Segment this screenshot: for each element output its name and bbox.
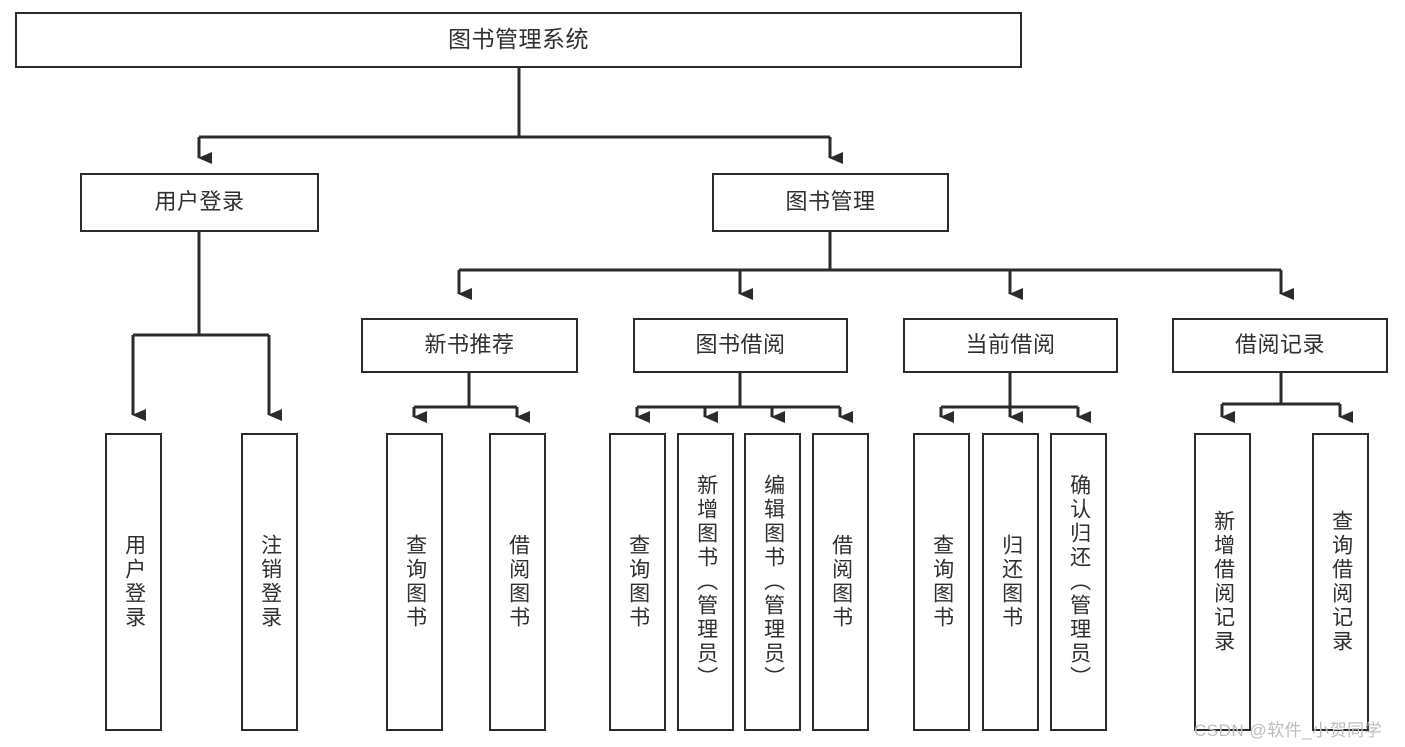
node-label: 用户登录	[122, 534, 146, 630]
node-label: 用户登录	[154, 189, 245, 215]
node-label: 当前借阅	[965, 332, 1056, 358]
node-label: 查询图书	[626, 534, 650, 630]
node-new-book-recommend[interactable]: 新书推荐	[361, 318, 578, 373]
leaf-borrow-query-book[interactable]: 查询图书	[609, 433, 666, 731]
leaf-borrow-borrow-book[interactable]: 借阅图书	[812, 433, 869, 731]
node-label: 借阅图书	[829, 534, 853, 630]
node-label: 新增图书（管理员）	[694, 474, 718, 690]
node-label: 查询图书	[403, 534, 427, 630]
node-root-book-management-system[interactable]: 图书管理系统	[15, 12, 1022, 68]
leaf-borrow-add-book-admin[interactable]: 新增图书（管理员）	[677, 433, 734, 731]
node-label: 图书借阅	[695, 332, 786, 358]
node-label: 图书管理	[785, 189, 876, 215]
node-label: 查询借阅记录	[1329, 510, 1353, 654]
node-book-borrow[interactable]: 图书借阅	[633, 318, 848, 373]
csdn-watermark: CSDN @软件_小贺同学	[1194, 721, 1383, 740]
leaf-user-login-signout[interactable]: 注销登录	[241, 433, 298, 731]
node-label: 注销登录	[258, 534, 282, 630]
leaf-user-login-signin[interactable]: 用户登录	[105, 433, 162, 731]
leaf-recommend-query-book[interactable]: 查询图书	[386, 433, 443, 731]
node-label: 借阅图书	[506, 534, 530, 630]
node-label: 图书管理系统	[448, 26, 589, 53]
node-current-borrow[interactable]: 当前借阅	[903, 318, 1118, 373]
node-label: 确认归还（管理员）	[1067, 474, 1091, 690]
node-label: 新书推荐	[424, 332, 515, 358]
leaf-records-add-record[interactable]: 新增借阅记录	[1194, 433, 1251, 731]
leaf-current-return-book[interactable]: 归还图书	[982, 433, 1039, 731]
node-label: 新增借阅记录	[1211, 510, 1235, 654]
leaf-recommend-borrow-book[interactable]: 借阅图书	[489, 433, 546, 731]
leaf-records-query-record[interactable]: 查询借阅记录	[1312, 433, 1369, 731]
node-user-login[interactable]: 用户登录	[80, 173, 319, 232]
node-label: 借阅记录	[1234, 332, 1325, 358]
leaf-current-confirm-return-admin[interactable]: 确认归还（管理员）	[1050, 433, 1107, 731]
node-label: 编辑图书（管理员）	[761, 474, 785, 690]
node-label: 归还图书	[999, 534, 1023, 630]
leaf-borrow-edit-book-admin[interactable]: 编辑图书（管理员）	[744, 433, 801, 731]
node-book-management[interactable]: 图书管理	[712, 173, 949, 232]
leaf-current-query-book[interactable]: 查询图书	[913, 433, 970, 731]
node-label: 查询图书	[930, 534, 954, 630]
node-borrow-records[interactable]: 借阅记录	[1172, 318, 1388, 373]
